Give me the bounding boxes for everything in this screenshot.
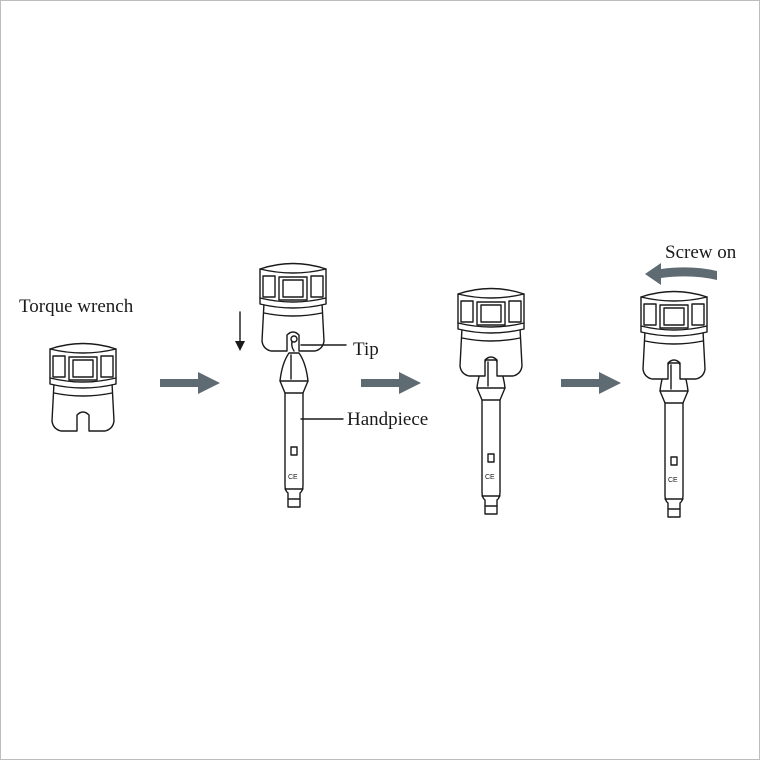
- torque-wrench-label: Torque wrench: [19, 296, 134, 317]
- tip-label: Tip: [353, 339, 379, 360]
- ce-mark-step2: CE: [288, 474, 298, 481]
- step-arrow-2: [361, 372, 421, 394]
- step-arrow-1: [160, 372, 220, 394]
- step2-tip: [290, 335, 298, 352]
- ce-mark-step4: CE: [668, 477, 678, 484]
- step-arrow-3: [561, 372, 621, 394]
- handpiece-label: Handpiece: [347, 409, 429, 430]
- screw-on-label: Screw on: [665, 242, 737, 263]
- step2-handpiece: [279, 352, 309, 508]
- ce-mark-step3: CE: [485, 474, 495, 481]
- step1-torque-wrench: [49, 342, 117, 432]
- down-arrow-icon: [235, 311, 245, 351]
- rotate-arrow-icon: [645, 263, 717, 285]
